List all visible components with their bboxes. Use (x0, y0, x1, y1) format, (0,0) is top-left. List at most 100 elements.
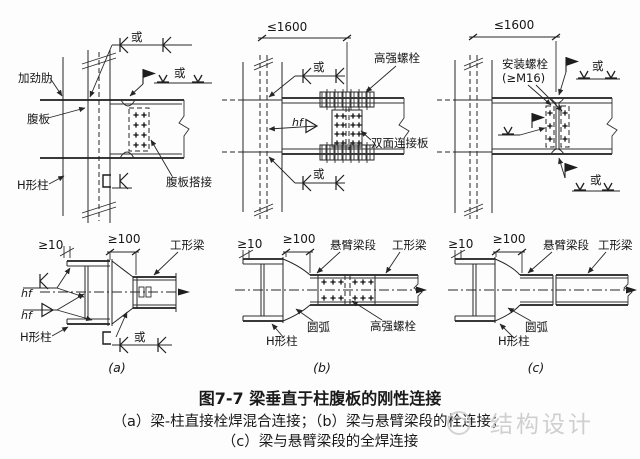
h-column-plan (454, 257, 496, 323)
subfigure-tag-a: (a) (108, 360, 125, 375)
flange-splice-plates (319, 89, 375, 163)
column-break-marks (81, 52, 117, 219)
or-label: 或 (134, 330, 146, 344)
h-column-label: H形柱 (498, 334, 530, 348)
weld-note-bottom-right: 或 (558, 157, 620, 192)
weld-note-backing: 或 (102, 311, 172, 354)
weld-arc-bottom (550, 148, 565, 155)
centerline-arrow (626, 286, 637, 294)
dim-1600-label: ≤1600 (494, 18, 535, 32)
centerline-arrow (416, 286, 427, 294)
field-weld-flag-icon (564, 162, 579, 179)
flange-bolts-top (326, 89, 368, 110)
labels-bottom-c: 悬臂梁段 工形梁 圆弧 H形柱 (c) (498, 238, 633, 375)
or-label: 或 (313, 60, 325, 74)
labels-bottom-a: 工形梁 H形柱 (a) (20, 238, 205, 375)
taper-cantilever-beam (494, 258, 633, 322)
field-weld-flag-icon (531, 112, 546, 129)
install-bolt-size-label: (≥M16) (502, 71, 545, 85)
watermark-logo-icon (447, 411, 471, 435)
weld-note-left (498, 112, 546, 136)
dim-10: ≥10 (237, 237, 262, 260)
dim-100-label: ≥100 (283, 232, 316, 246)
fillet-weld-icon (577, 70, 591, 79)
h-column-plan (66, 259, 113, 326)
fillet-weld-icon (501, 126, 515, 135)
h-column (242, 55, 283, 219)
hs-bolt-label: 高强螺栓 (370, 319, 416, 333)
subfigure-tag-b: (b) (313, 360, 331, 375)
centerline-arrow (178, 288, 190, 296)
install-bolt-label: 安装螺栓 (502, 57, 548, 71)
labels-top-b: 高强螺栓 双面连接板 (360, 51, 429, 150)
h-column-label: H形柱 (17, 178, 49, 192)
dim-10-label: ≥10 (38, 238, 63, 252)
erection-bolt (138, 286, 145, 298)
subfigure-tag-c: (c) (528, 360, 545, 375)
fillet-weld-icon (191, 74, 205, 83)
dim-100-label: ≥100 (493, 232, 526, 246)
caption: 图7-7 梁垂直于柱腹板的刚性连接 （a）梁-柱直接栓焊混合连接；（b）梁与悬臂… (112, 389, 505, 450)
dim-100: ≥100 (491, 232, 527, 273)
cantilever-label: 悬臂梁段 (330, 238, 376, 252)
diagram-top-c: ≤1600 (437, 18, 620, 219)
web-label: 腹板 (27, 112, 50, 126)
beam-break (606, 98, 618, 154)
taper-cantilever-beam (282, 258, 423, 322)
groove-weld-icon (39, 272, 49, 290)
labels-top-a: 加劲肋 腹板 H形柱 腹板搭接 (17, 71, 212, 192)
arc-label: 圆弧 (307, 320, 330, 334)
h-column (454, 55, 493, 219)
i-beam-label: 工形梁 (598, 238, 633, 252)
or-label: 或 (131, 30, 143, 44)
field-weld-flag-icon (142, 68, 157, 85)
i-beam-label: 工形梁 (170, 238, 205, 252)
weld-arc-top (550, 97, 565, 104)
fillet-weld-icon (601, 182, 615, 191)
weld-arc-bottom (119, 151, 135, 159)
dimension-1600: ≤1600 (257, 20, 352, 92)
beam-break (623, 275, 633, 305)
arc-label: 圆弧 (525, 320, 548, 334)
dim-100: ≥100 (281, 232, 316, 273)
dimension-1600: ≤1600 (468, 18, 561, 92)
figure-subcaption-ab: （a）梁-柱直接栓焊混合连接；（b）梁与悬臂梁段的栓连接； (112, 413, 505, 430)
labels-bottom-b: 悬臂梁段 工形梁 圆弧 高强螺栓 H形柱 (b) (266, 238, 427, 375)
dim-100-label: ≥100 (108, 232, 141, 246)
erection-bolt (145, 286, 152, 298)
column-break-marks (463, 57, 484, 217)
taper-and-beam (111, 260, 177, 325)
beam (437, 97, 618, 155)
hf-weld-note: hf (268, 116, 318, 134)
beam-break (398, 98, 410, 154)
column-break-marks (253, 57, 274, 217)
weld-arc-top (120, 99, 136, 107)
field-weld-flag-icon (565, 56, 580, 73)
dim-1600-label: ≤1600 (267, 20, 308, 34)
web-splice-plate (331, 107, 363, 150)
h-column (62, 50, 117, 223)
diagram-top-b: ≤1600 (222, 20, 429, 219)
beam-break (178, 100, 190, 158)
web-lap-label: 腹板搭接 (166, 175, 212, 189)
web-lap-splice (119, 99, 150, 159)
hf-label: hf (21, 287, 34, 300)
h-column-label: H形柱 (266, 334, 298, 348)
hf-weld-notes: hf hf (21, 267, 93, 322)
watermark: 结构设计 (447, 411, 594, 438)
or-label: 或 (590, 173, 602, 187)
fillet-weld-icon (156, 74, 170, 83)
groove-weld-icon (119, 172, 129, 190)
weld-note-groove: 或 (89, 30, 192, 98)
weld-note-backing (102, 172, 132, 190)
bolted-splice (317, 275, 376, 305)
weld-note-bottom: 或 (268, 156, 345, 192)
cantilever-label: 悬臂梁段 (543, 238, 589, 252)
diagram-bottom-c: ≥10 ≥100 悬臂梁段 工形梁 圆弧 H形柱 (c) (448, 232, 637, 375)
dim-10: ≥10 (38, 238, 75, 258)
watermark-text: 结构设计 (490, 412, 594, 438)
fillet-weld-icon (573, 182, 587, 191)
hf-label: hf (292, 116, 305, 129)
weld-note-field: 或 (129, 66, 212, 97)
